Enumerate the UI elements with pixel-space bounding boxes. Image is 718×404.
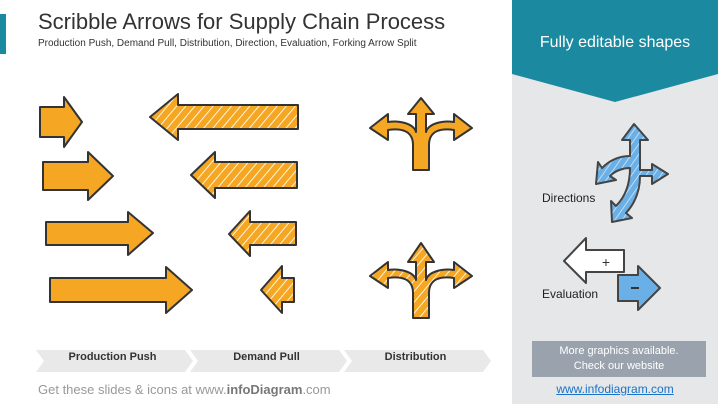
more-line-2: Check our website: [573, 360, 665, 372]
fork-arrow-icon: [369, 242, 473, 319]
push-arrow-icon: [39, 96, 83, 148]
sidebar-graphics: +: [512, 0, 718, 311]
footer-prefix: Get these slides & icons at www.: [38, 382, 227, 397]
push-arrow-icon: [42, 151, 114, 201]
page-subtitle: Production Push, Demand Pull, Distributi…: [38, 38, 417, 49]
footer-text: Get these slides & icons at www.infoDiag…: [38, 382, 331, 397]
directions-icon: [595, 123, 669, 223]
pull-arrow-icon: [149, 93, 299, 141]
evaluation-plus-icon: +: [563, 237, 625, 284]
website-link[interactable]: www.infodiagram.com: [556, 382, 674, 396]
category-distribution: Distribution: [384, 351, 447, 363]
more-graphics-box: More graphics available. Check our websi…: [532, 341, 706, 377]
pull-arrow-icon: [190, 151, 298, 199]
pull-arrow-icon: [228, 210, 297, 257]
fork-arrow-icon: [369, 97, 473, 171]
footer-brand: infoDiagram: [226, 382, 303, 397]
svg-text:+: +: [602, 254, 610, 270]
category-ribbon: [36, 350, 491, 372]
footer-suffix: .com: [302, 382, 331, 397]
more-line-1: More graphics available.: [559, 345, 679, 357]
pull-arrow-icon: [260, 265, 295, 314]
sidebar: + Fully editable shapes Directions Evalu…: [512, 0, 718, 404]
push-arrow-icon: [49, 266, 193, 314]
category-demand-pull: Demand Pull: [233, 351, 300, 363]
sidebar-heading: Fully editable shapes: [539, 34, 691, 51]
evaluation-minus-icon: [617, 265, 661, 311]
page-title: Scribble Arrows for Supply Chain Process: [38, 9, 446, 34]
arrow-illustrations: [36, 93, 491, 372]
push-arrow-icon: [45, 211, 154, 256]
category-production-push: Production Push: [68, 351, 157, 363]
directions-label: Directions: [542, 191, 596, 205]
sidebar-header-banner: [512, 0, 718, 102]
evaluation-label: Evaluation: [542, 287, 599, 301]
accent-tick: [0, 14, 6, 54]
